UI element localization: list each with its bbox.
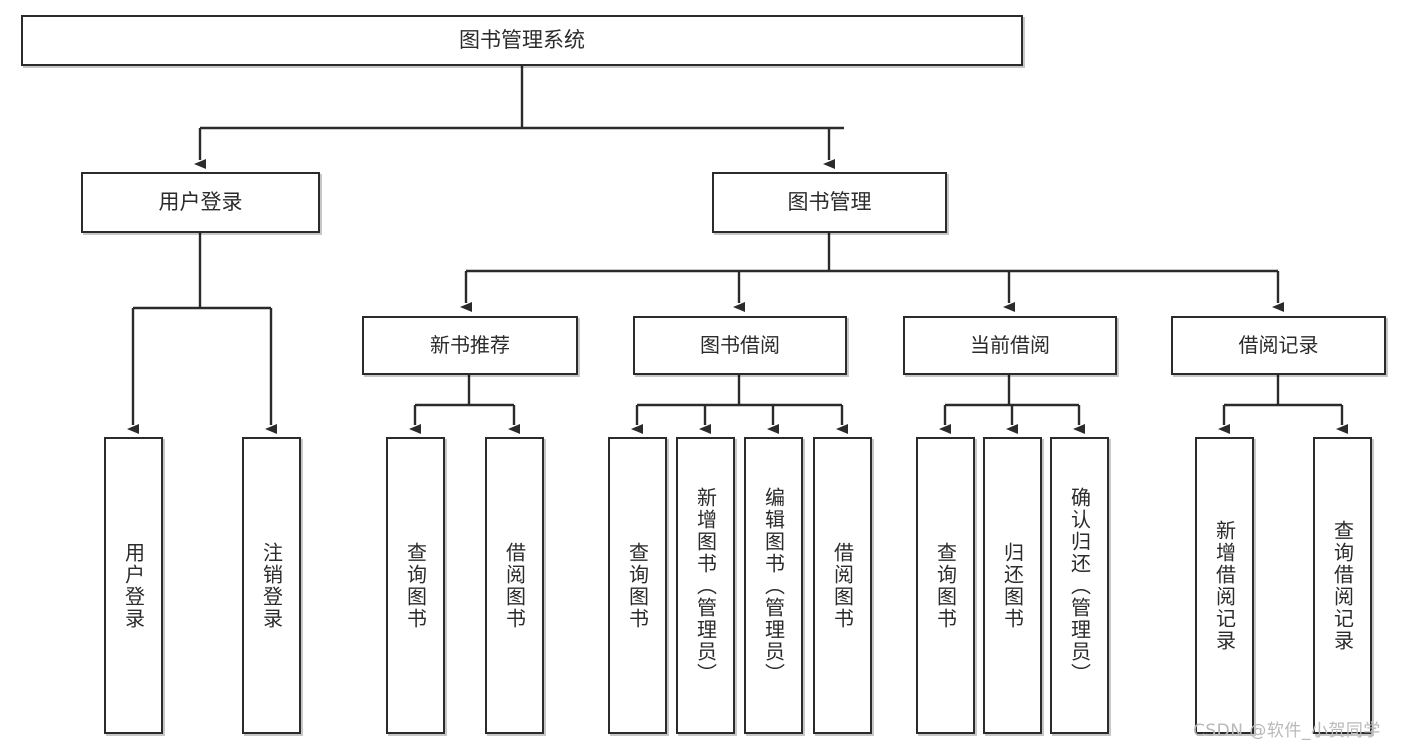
leaf-record-add-record[interactable]: 新增借阅记录: [1195, 437, 1254, 734]
leaf-current-return-book[interactable]: 归还图书: [983, 437, 1042, 734]
node-label: 新增借阅记录: [1212, 519, 1237, 652]
node-label: 用户登录: [158, 190, 243, 215]
leaf-borrow-query-book[interactable]: 查询图书: [608, 437, 667, 734]
node-root-system[interactable]: 图书管理系统: [21, 15, 1023, 66]
node-label: 查询图书: [625, 541, 650, 630]
node-label: 用户登录: [121, 541, 146, 630]
node-label: 新增图书（管理员）: [693, 486, 718, 685]
node-label: 图书借阅: [700, 332, 780, 357]
node-borrow-record[interactable]: 借阅记录: [1171, 316, 1386, 375]
leaf-current-query-book[interactable]: 查询图书: [916, 437, 975, 734]
node-label: 查询图书: [403, 541, 428, 630]
leaf-user-login-logout[interactable]: 注销登录: [242, 437, 301, 734]
leaf-recommend-borrow-book[interactable]: 借阅图书: [485, 437, 544, 734]
leaf-user-login-login[interactable]: 用户登录: [104, 437, 163, 734]
leaf-borrow-edit-book-admin[interactable]: 编辑图书（管理员）: [744, 437, 803, 734]
node-label: 新书推荐: [430, 332, 510, 357]
node-label: 确认归还（管理员）: [1067, 486, 1092, 685]
node-new-book-recommend[interactable]: 新书推荐: [362, 316, 578, 375]
node-label: 当前借阅: [970, 332, 1050, 357]
node-label: 归还图书: [1000, 541, 1025, 630]
node-label: 查询借阅记录: [1330, 519, 1355, 652]
node-label: 注销登录: [259, 541, 284, 630]
leaf-current-confirm-return-admin[interactable]: 确认归还（管理员）: [1050, 437, 1109, 734]
leaf-borrow-add-book-admin[interactable]: 新增图书（管理员）: [676, 437, 735, 734]
leaf-recommend-query-book[interactable]: 查询图书: [386, 437, 445, 734]
node-book-management[interactable]: 图书管理: [712, 172, 947, 233]
node-book-borrow[interactable]: 图书借阅: [633, 316, 847, 375]
node-user-login[interactable]: 用户登录: [81, 172, 320, 233]
leaf-borrow-borrow-book[interactable]: 借阅图书: [813, 437, 872, 734]
node-label: 借阅图书: [830, 541, 855, 630]
node-label: 借阅图书: [502, 541, 527, 630]
node-label: 查询图书: [933, 541, 958, 630]
node-label: 借阅记录: [1238, 332, 1319, 357]
leaf-record-query-record[interactable]: 查询借阅记录: [1313, 437, 1372, 734]
node-label: 编辑图书（管理员）: [761, 486, 786, 685]
node-current-borrow[interactable]: 当前借阅: [903, 316, 1117, 375]
node-label: 图书管理: [787, 190, 872, 215]
node-label: 图书管理系统: [459, 28, 585, 53]
